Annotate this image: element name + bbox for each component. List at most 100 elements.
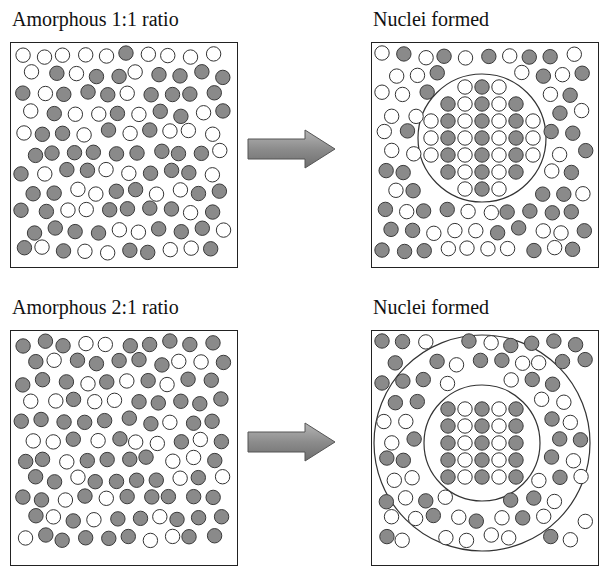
- filled-atom: [35, 372, 49, 386]
- filled-atom: [77, 415, 91, 429]
- block-arrow: [248, 423, 335, 461]
- open-atom: [35, 240, 49, 254]
- open-atom: [163, 415, 177, 429]
- open-atom: [49, 394, 63, 408]
- filled-atom: [29, 354, 43, 368]
- filled-atom: [396, 374, 410, 388]
- open-atom: [37, 50, 51, 64]
- open-atom: [492, 97, 506, 111]
- filled-atom: [380, 451, 394, 465]
- filled-atom: [91, 226, 105, 240]
- filled-atom: [80, 163, 94, 177]
- open-atom: [502, 531, 516, 545]
- filled-atom: [173, 69, 187, 83]
- open-atom: [181, 123, 195, 137]
- open-atom: [459, 533, 473, 547]
- open-atom: [567, 47, 581, 61]
- open-atom: [458, 419, 472, 433]
- open-atom: [492, 80, 506, 94]
- open-atom: [419, 335, 433, 349]
- filled-atom: [14, 414, 28, 428]
- filled-atom: [475, 436, 489, 450]
- open-atom: [578, 514, 592, 528]
- filled-atom: [38, 334, 52, 348]
- open-atom: [469, 223, 483, 237]
- filled-atom: [78, 531, 92, 545]
- open-atom: [24, 104, 38, 118]
- filled-atom: [128, 182, 142, 196]
- open-atom: [128, 435, 142, 449]
- filled-atom: [113, 432, 127, 446]
- filled-atom: [132, 395, 146, 409]
- filled-atom: [39, 204, 53, 218]
- filled-atom: [206, 336, 220, 350]
- open-atom: [149, 187, 163, 201]
- filled-atom: [80, 453, 94, 467]
- filled-atom: [578, 352, 592, 366]
- filled-atom: [143, 123, 157, 137]
- open-atom: [534, 392, 548, 406]
- filled-atom: [130, 146, 144, 160]
- filled-atom: [174, 394, 188, 408]
- filled-atom: [543, 49, 557, 63]
- open-atom: [389, 69, 403, 83]
- filled-atom: [66, 514, 80, 528]
- filled-atom: [216, 104, 230, 118]
- open-atom: [99, 162, 113, 176]
- filled-atom: [441, 402, 455, 416]
- open-atom: [554, 226, 568, 240]
- filled-atom: [441, 114, 455, 128]
- filled-atom: [132, 352, 146, 366]
- filled-atom: [164, 163, 178, 177]
- filled-atom: [145, 490, 159, 504]
- filled-atom: [509, 165, 523, 179]
- nucleus-boundary: [424, 385, 540, 501]
- filled-atom: [523, 204, 537, 218]
- open-atom: [563, 415, 577, 429]
- open-atom: [213, 143, 227, 157]
- filled-atom: [123, 243, 137, 257]
- filled-atom: [60, 162, 74, 176]
- filled-atom: [527, 491, 541, 505]
- filled-atom: [388, 356, 402, 370]
- sample-box: [10, 42, 238, 268]
- open-atom: [458, 470, 472, 484]
- open-atom: [173, 183, 187, 197]
- open-atom: [410, 68, 424, 82]
- open-atom: [47, 353, 61, 367]
- filled-atom: [66, 392, 80, 406]
- filled-atom: [195, 65, 209, 79]
- filled-atom: [214, 392, 228, 406]
- filled-atom: [68, 224, 82, 238]
- open-atom: [481, 242, 495, 256]
- filled-atom: [475, 165, 489, 179]
- sample-box: [371, 42, 599, 268]
- open-atom: [492, 148, 506, 162]
- filled-atom: [416, 204, 430, 218]
- filled-atom: [426, 508, 440, 522]
- filled-atom: [482, 49, 496, 63]
- filled-atom: [503, 493, 517, 507]
- filled-atom: [123, 339, 137, 353]
- open-atom: [99, 49, 113, 63]
- filled-atom: [400, 124, 414, 138]
- open-atom: [131, 225, 145, 239]
- filled-atom: [563, 88, 577, 102]
- open-atom: [492, 402, 506, 416]
- filled-atom: [55, 126, 69, 140]
- sample-panel: Amorphous 2:1 ratio: [10, 294, 238, 566]
- filled-atom: [16, 339, 30, 353]
- filled-atom: [430, 354, 444, 368]
- filled-atom: [186, 416, 200, 430]
- filled-atom: [152, 67, 166, 81]
- filled-atom: [205, 414, 219, 428]
- open-atom: [492, 419, 506, 433]
- filled-atom: [208, 453, 222, 467]
- open-atom: [120, 374, 134, 388]
- atom-illustration: [372, 43, 600, 269]
- filled-atom: [397, 244, 411, 258]
- open-atom: [183, 205, 197, 219]
- open-atom: [81, 377, 95, 391]
- filled-atom: [57, 415, 71, 429]
- open-atom: [46, 435, 60, 449]
